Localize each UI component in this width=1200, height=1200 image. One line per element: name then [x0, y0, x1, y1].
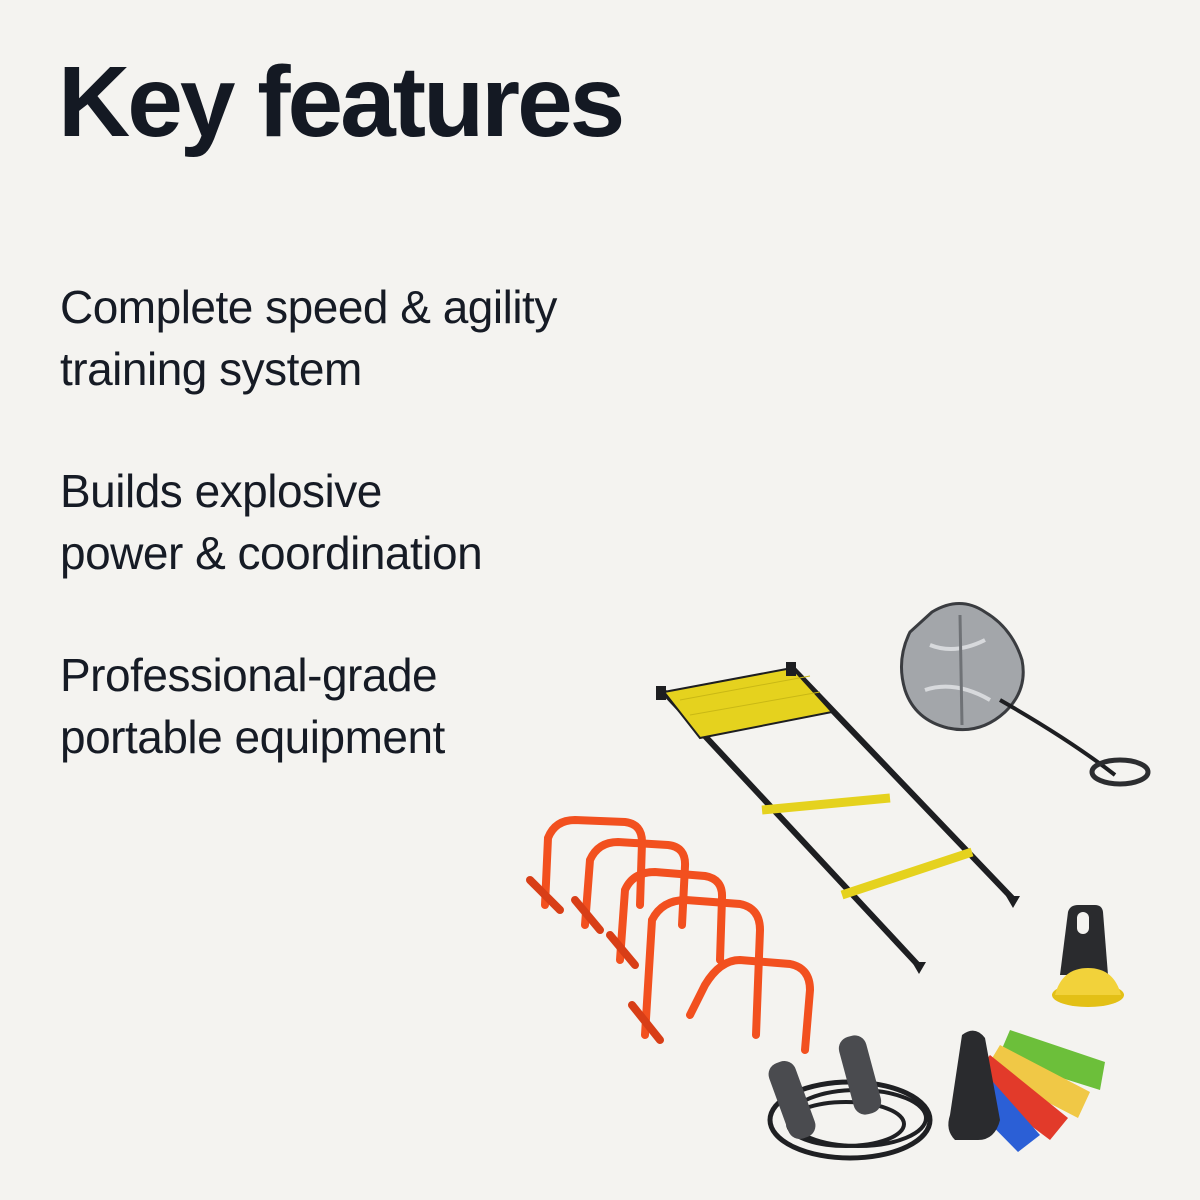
page-title: Key features: [58, 46, 625, 158]
feature-line: training system: [60, 343, 362, 395]
feature-item: Professional-grade portable equipment: [60, 644, 680, 768]
agility-ladder-icon: [656, 662, 1020, 974]
feature-line: Complete speed & agility: [60, 281, 557, 333]
feature-line: portable equipment: [60, 711, 445, 763]
jump-rope-icon: [767, 1035, 933, 1161]
feature-item: Builds explosive power & coordination: [60, 460, 680, 584]
feature-line: Builds explosive: [60, 465, 382, 517]
speed-parachute-icon: [899, 602, 1151, 787]
feature-line: Professional-grade: [60, 649, 438, 701]
feature-item: Complete speed & agility training system: [60, 276, 680, 400]
feature-line: power & coordination: [60, 527, 483, 579]
hurdles-icon: [526, 815, 815, 1054]
feature-list: Complete speed & agility training system…: [60, 276, 680, 828]
cone-icon: [1052, 905, 1124, 1007]
resistance-bands-icon: [948, 1030, 1105, 1152]
